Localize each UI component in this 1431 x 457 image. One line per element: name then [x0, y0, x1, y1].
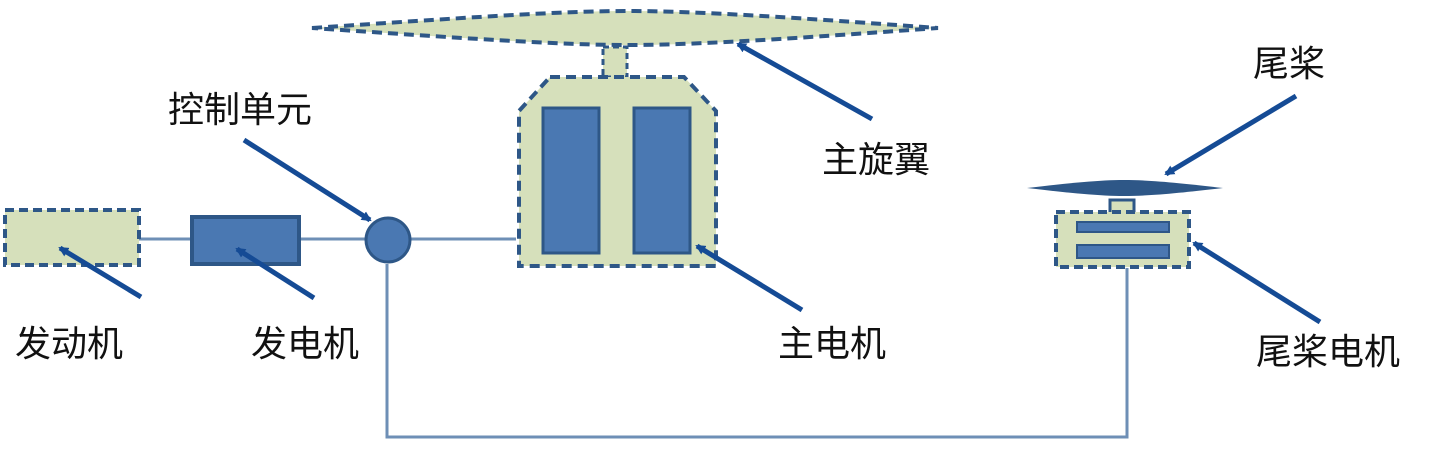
label-control-unit: 控制单元 [168, 90, 313, 131]
power-wires [139, 237, 1129, 439]
tail-motor-coil-bottom [1076, 244, 1170, 259]
control-unit-circle [364, 216, 412, 264]
label-tail-rotor: 尾桨 [1253, 44, 1326, 85]
label-main-motor: 主电机 [778, 324, 887, 365]
label-main-rotor: 主旋翼 [822, 140, 931, 181]
main-motor-coil-right [632, 106, 692, 255]
main-motor-coil-left [541, 106, 601, 255]
arrow-engine [58, 245, 143, 300]
arrow-tail-motor [1192, 240, 1322, 325]
arrow-control-unit [242, 137, 372, 223]
arrow-generator [235, 246, 316, 301]
arrow-main-motor [695, 243, 804, 313]
main-rotor-blade [311, 8, 939, 48]
label-generator: 发电机 [251, 324, 360, 365]
arrow-tail-rotor [1164, 93, 1298, 177]
main-rotor-hub [601, 45, 629, 79]
label-tail-motor: 尾桨电机 [1256, 332, 1401, 373]
arrow-main-rotor [736, 41, 874, 122]
wire-control-tailmotor [385, 264, 1129, 439]
label-engine: 发动机 [15, 324, 124, 365]
tail-motor-coil-top [1076, 221, 1170, 233]
tail-rotor-blade [1027, 180, 1223, 196]
